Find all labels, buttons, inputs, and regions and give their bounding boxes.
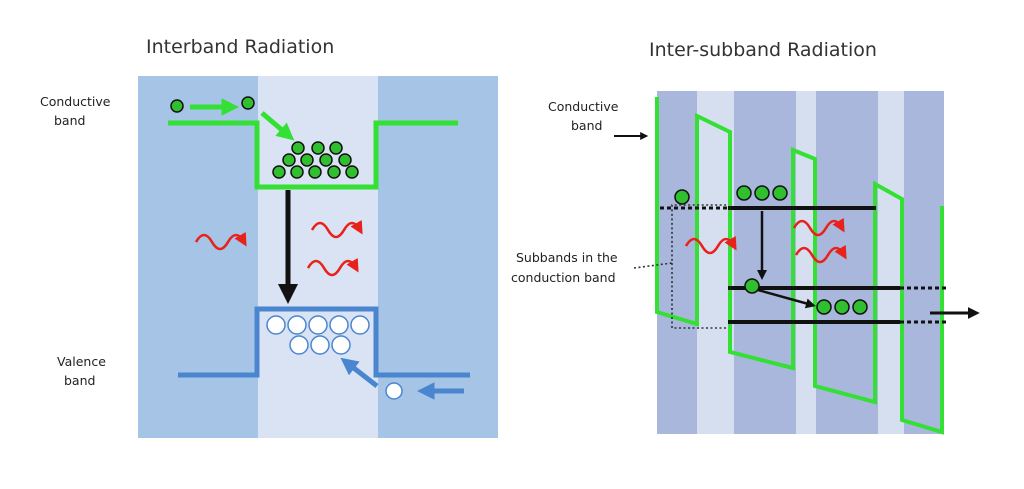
electron-icon xyxy=(338,153,352,167)
hole-icon xyxy=(266,315,286,335)
hole-icon xyxy=(350,315,370,335)
valence-band-label: Valence band xyxy=(57,354,110,388)
conductive-band-label: Conductive band xyxy=(40,94,114,128)
electron-icon xyxy=(329,141,343,155)
photon-icon xyxy=(310,220,363,239)
quantum-well-region xyxy=(258,76,378,438)
electron-icon xyxy=(291,141,305,155)
electron-icon xyxy=(170,99,184,113)
well-electrons xyxy=(272,141,359,179)
intersubband-panel: Inter-subband Radiation xyxy=(511,39,980,435)
hole-icon xyxy=(310,335,330,355)
conduction-band-edge xyxy=(168,120,458,190)
hole-icon xyxy=(385,382,403,400)
electron-icon xyxy=(282,153,296,167)
subband-leader-upper xyxy=(633,204,726,269)
hole-icon xyxy=(287,315,307,335)
electron-icon xyxy=(319,153,333,167)
electron-icon xyxy=(754,185,770,201)
electron-icon xyxy=(834,299,850,315)
hole-icon xyxy=(308,315,328,335)
electron-icon xyxy=(345,165,359,179)
valence-band-edge xyxy=(178,306,470,378)
photon-icon xyxy=(684,236,737,255)
electron-icon xyxy=(300,153,314,167)
subbands-label: Subbands in the conduction band xyxy=(511,250,622,285)
electron-icon xyxy=(308,165,322,179)
electron-icon xyxy=(241,96,255,110)
conductive-band-label: Conductive band xyxy=(548,99,622,133)
well-holes xyxy=(266,315,370,355)
hole-capture-arrow xyxy=(340,357,379,388)
electron-icon xyxy=(744,278,760,294)
hole-icon xyxy=(329,315,349,335)
photon-icon xyxy=(792,218,845,237)
electron-icon xyxy=(327,165,341,179)
electron-icon xyxy=(290,165,304,179)
electron-icon xyxy=(674,189,690,205)
hole-icon xyxy=(289,335,309,355)
electron-icon xyxy=(852,299,868,315)
electron-icon xyxy=(772,185,788,201)
relaxation-arrow xyxy=(757,288,816,309)
photon-icon xyxy=(306,258,359,277)
photon-icon xyxy=(794,245,847,264)
electron-icon xyxy=(736,185,752,201)
electron-icon xyxy=(816,299,832,315)
subband-leader-lower xyxy=(671,263,726,329)
superlattice-background xyxy=(657,91,944,434)
intersubband-title: Inter-subband Radiation xyxy=(649,39,877,61)
electron-capture-arrow xyxy=(260,111,295,141)
electron-icon xyxy=(272,165,286,179)
interband-panel: Interband Radiation xyxy=(40,36,498,438)
interband-title: Interband Radiation xyxy=(146,36,334,58)
electron-icon xyxy=(311,141,325,155)
hole-icon xyxy=(331,335,351,355)
conduction-band-profile xyxy=(655,97,944,435)
photon-icon xyxy=(194,232,247,251)
